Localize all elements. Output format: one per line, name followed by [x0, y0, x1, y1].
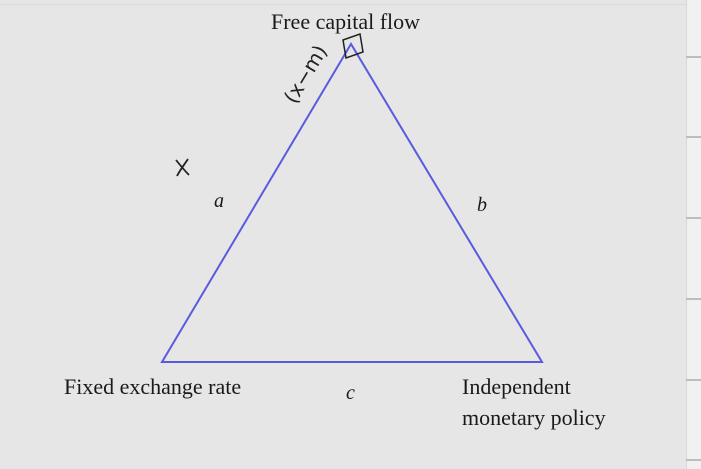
strip-tick	[686, 217, 701, 219]
cross-mark-icon	[175, 158, 190, 177]
handwritten-expression: (x−m)	[279, 41, 332, 108]
node-label-right-line1: Independent	[462, 374, 571, 399]
node-label-right-line2: monetary policy	[462, 405, 606, 430]
right-scroll-strip	[686, 0, 701, 469]
edge-label-left: a	[214, 190, 224, 212]
top-ruler	[0, 0, 686, 5]
strip-tick	[686, 379, 701, 381]
apex-box-mark	[342, 32, 364, 60]
strip-tick	[686, 459, 701, 461]
node-label-left: Fixed exchange rate	[64, 374, 242, 399]
edge-label-bottom: c	[346, 382, 355, 404]
strip-tick	[686, 298, 701, 300]
strip-tick	[686, 136, 701, 138]
node-label-top: Free capital flow	[271, 9, 421, 34]
edge-label-right: b	[477, 194, 487, 216]
impossible-trinity-triangle	[160, 42, 544, 363]
strip-tick	[686, 56, 701, 58]
